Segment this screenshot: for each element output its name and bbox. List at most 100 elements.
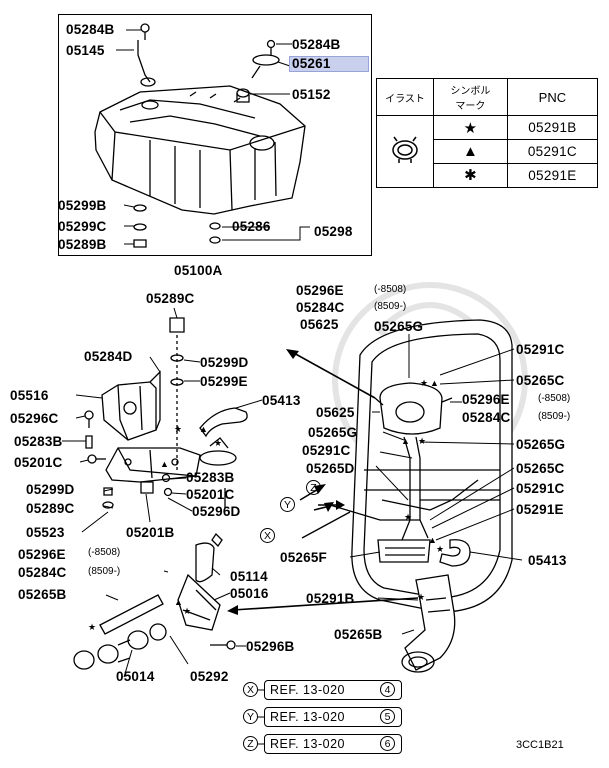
leader-lines-top (116, 29, 310, 245)
ref-z-letter: Z (243, 736, 258, 751)
label-05296E-top[interactable]: 05296E (296, 283, 344, 298)
label-05296D[interactable]: 05296D (192, 504, 241, 519)
ref-x-letter: X (243, 682, 258, 697)
label-05296E-right[interactable]: 05296E (462, 392, 510, 407)
ref-y-box[interactable] (264, 707, 402, 727)
label-05201C-right[interactable]: 05201C (186, 487, 235, 502)
label-05201C-left[interactable]: 05201C (14, 455, 63, 470)
label-05014[interactable]: 05014 (116, 669, 155, 684)
callout-y[interactable]: Y (280, 497, 295, 512)
label-05299E[interactable]: 05299E (200, 374, 248, 389)
label-05284B-right[interactable]: 05284B (292, 37, 341, 52)
label-05291B[interactable]: 05291B (306, 591, 355, 606)
legend-symbol-star: ★ (433, 114, 508, 141)
label-05292[interactable]: 05292 (190, 669, 229, 684)
hose-05265B (99, 594, 164, 635)
label-05261-highlighted[interactable]: 05261 (289, 56, 369, 72)
label-05299C[interactable]: 05299C (58, 219, 107, 234)
label-05289B[interactable]: 05289B (58, 237, 107, 252)
ref-row-lines (258, 689, 264, 745)
svg-text:★: ★ (174, 424, 182, 434)
svg-text:▲: ▲ (160, 459, 169, 469)
hose-05413-a (199, 407, 248, 438)
fuel-tank-box (58, 14, 372, 256)
label-05289C-lower[interactable]: 05289C (26, 501, 75, 516)
label-05145[interactable]: 05145 (66, 43, 105, 58)
label-05284C-top[interactable]: 05284C (296, 300, 345, 315)
label-05291C-right-2[interactable]: 05291C (516, 481, 565, 496)
label-05296C[interactable]: 05296C (10, 411, 59, 426)
label-05100A[interactable]: 05100A (174, 263, 223, 278)
label-05283B-right[interactable]: 05283B (186, 470, 235, 485)
svg-text:▲: ▲ (430, 378, 439, 388)
label-05298[interactable]: 05298 (314, 224, 353, 239)
legend-pnc-05291E[interactable]: 05291E (506, 162, 599, 189)
legend-pnc-05291C[interactable]: 05291C (506, 139, 599, 164)
label-05413-left[interactable]: 05413 (262, 393, 301, 408)
fuel-tank (94, 85, 306, 215)
legend-symbol-asterisk: ✱ (433, 162, 508, 189)
label-05201B[interactable]: 05201B (126, 525, 175, 540)
label-05265G-mid[interactable]: 05265G (308, 425, 358, 440)
svg-text:★: ★ (183, 606, 191, 616)
label-05523[interactable]: 05523 (26, 525, 65, 540)
label-05016[interactable]: 05016 (230, 586, 269, 601)
label-05284C-top-range: (8509-) (374, 301, 407, 312)
label-05299B[interactable]: 05299B (58, 198, 107, 213)
label-05284C-right-range: (8509-) (538, 411, 571, 422)
symbol-legend-table: イラスト シンボル マーク PNC ★ 05291B ▲ 05291C ✱ 05… (376, 78, 599, 189)
label-05291E[interactable]: 05291E (516, 502, 564, 517)
label-05114[interactable]: 05114 (230, 569, 268, 584)
label-05265G-right[interactable]: 05265G (516, 437, 566, 452)
label-05284D[interactable]: 05284D (84, 349, 133, 364)
small-bolts-left (84, 410, 226, 509)
bolt-05296B (210, 640, 236, 650)
label-05286[interactable]: 05286 (232, 219, 271, 234)
ref-x-number: 4 (380, 682, 395, 697)
figure-code: 3CC1B21 (516, 739, 564, 751)
svg-text:★: ★ (417, 592, 425, 602)
label-05265C-right-1[interactable]: 05265C (516, 373, 565, 388)
label-05291C-right-1[interactable]: 05291C (516, 342, 565, 357)
label-05296E-lower-range: (-8508) (88, 547, 121, 558)
label-05291C-mid[interactable]: 05291C (302, 443, 351, 458)
label-05296E-right-range: (-8508) (538, 393, 571, 404)
legend-header-illust: イラスト (376, 78, 434, 116)
label-05283B-left[interactable]: 05283B (14, 434, 63, 449)
label-05299D[interactable]: 05299D (200, 355, 249, 370)
label-05625-mid[interactable]: 05625 (316, 405, 355, 420)
label-05289C[interactable]: 05289C (146, 291, 195, 306)
label-05284C-right[interactable]: 05284C (462, 410, 511, 425)
fuel-gauge-unit (137, 23, 156, 87)
label-05265F[interactable]: 05265F (280, 550, 327, 565)
leader-lines-bottom-left (105, 567, 246, 678)
label-05625-top[interactable]: 05625 (300, 317, 339, 332)
legend-pnc-05291B[interactable]: 05291B (506, 114, 599, 141)
svg-text:▲: ▲ (428, 535, 437, 545)
label-05284C-lower[interactable]: 05284C (18, 565, 67, 580)
label-05284B-top[interactable]: 05284B (66, 22, 115, 37)
ref-x-box[interactable] (264, 680, 402, 700)
label-05265C-right-2[interactable]: 05265C (516, 461, 565, 476)
label-05284C-lower-range: (8509-) (88, 566, 121, 577)
label-05516[interactable]: 05516 (10, 388, 49, 403)
label-05265B-right[interactable]: 05265B (334, 627, 383, 642)
svg-text:★: ★ (404, 512, 412, 522)
label-05152[interactable]: 05152 (292, 87, 331, 102)
label-05296B[interactable]: 05296B (246, 639, 295, 654)
callout-x[interactable]: X (260, 528, 275, 543)
ref-y-text: REF. 13-020 (270, 710, 345, 724)
svg-text:★: ★ (88, 622, 96, 632)
label-05265D[interactable]: 05265D (306, 461, 355, 476)
tank-washers (133, 204, 221, 248)
svg-text:★: ★ (420, 378, 428, 388)
label-05296E-lower[interactable]: 05296E (18, 547, 66, 562)
label-05299D-lower[interactable]: 05299D (26, 482, 75, 497)
legend-header-symbol: シンボル マーク (433, 78, 508, 116)
callout-z[interactable]: Z (306, 480, 321, 495)
label-05265G-top[interactable]: 05265G (374, 319, 424, 334)
ref-z-box[interactable] (264, 734, 402, 754)
label-05413-right[interactable]: 05413 (528, 553, 567, 568)
label-05265B-left[interactable]: 05265B (18, 587, 67, 602)
